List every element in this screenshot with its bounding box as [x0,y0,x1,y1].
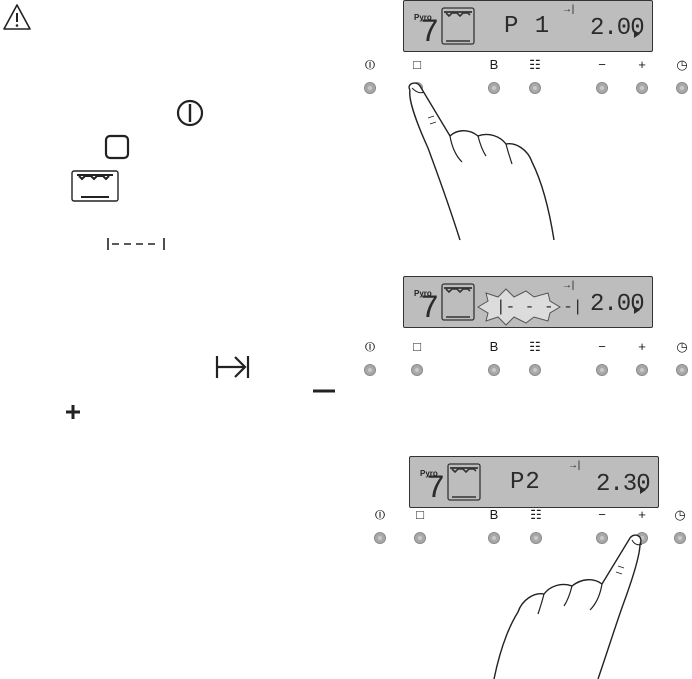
b-button[interactable] [488,82,500,94]
display-panel-2: Pyro 7 |- - - -| →| 2.00 [403,276,653,328]
button-row-2: ⏼ □ B ☷ − + ◷ [362,340,692,380]
square-symbol: □ [416,507,424,522]
grid-symbol: ☷ [529,339,541,354]
minus-button[interactable] [596,532,608,544]
program-readout: P 1 [504,13,551,40]
end-time-indicator: →| [570,461,583,472]
minus-icon [313,389,335,393]
plus-icon [66,405,80,419]
square-symbol: □ [413,339,421,354]
display-panel-1: Pyro 7 P 1 →| 2.00 [403,0,653,52]
plus-button[interactable] [636,82,648,94]
power-symbol: ⏼ [364,339,376,354]
clock-symbol: ◷ [674,507,686,522]
b-symbol: B [489,507,499,522]
grid-symbol: ☷ [529,57,541,72]
warning-triangle-icon [3,4,31,30]
play-triangle-icon [634,306,640,314]
clock-symbol: ◷ [676,339,688,354]
power-icon [176,99,204,127]
power-symbol: ⏼ [374,507,386,522]
clock-button[interactable] [676,82,688,94]
b-symbol: B [489,339,499,354]
end-time-indicator: →| [564,281,577,292]
square-button-icon [104,134,130,160]
b-button[interactable] [488,364,500,376]
square-button[interactable] [411,364,423,376]
time-readout: 2.30 [596,471,651,498]
play-triangle-icon [640,486,646,494]
plus-symbol: + [638,507,646,522]
pointing-hand-icon [408,82,555,241]
square-symbol: □ [413,57,421,72]
b-symbol: B [489,57,499,72]
pointing-hand-icon [493,534,643,679]
square-button[interactable] [414,532,426,544]
minus-symbol: − [598,507,606,522]
play-triangle-icon [634,30,640,38]
power-button[interactable] [364,82,376,94]
b-button[interactable] [488,532,500,544]
power-button[interactable] [364,364,376,376]
minus-button[interactable] [596,364,608,376]
clock-button[interactable] [676,364,688,376]
minus-symbol: − [598,57,606,72]
grid-button[interactable] [529,82,541,94]
end-time-indicator: →| [564,5,577,16]
pyro-label: Pyro [414,13,432,22]
end-time-icon [215,356,250,378]
grid-button[interactable] [529,364,541,376]
plus-button[interactable] [636,364,648,376]
grid-button[interactable] [530,532,542,544]
time-readout: 2.00 [590,291,645,318]
level-digit: 7 [426,470,447,507]
time-readout: 2.00 [590,15,645,42]
level-digit: 7 [420,290,441,327]
dashed-program-icon [107,238,165,250]
level-digit: 7 [420,14,441,51]
grid-symbol: ☷ [530,507,542,522]
clock-button[interactable] [674,532,686,544]
plus-symbol: + [638,57,646,72]
minus-symbol: − [598,339,606,354]
display-panel-3: Pyro 7 P2 →| 2.30 [409,456,659,508]
plus-symbol: + [638,339,646,354]
program-readout-flashing: |- - - -| [496,298,583,316]
minus-button[interactable] [596,82,608,94]
power-symbol: ⏼ [364,57,376,72]
oven-icon [71,170,119,202]
pyro-label: Pyro [414,289,432,298]
clock-symbol: ◷ [676,57,688,72]
power-button[interactable] [374,532,386,544]
pyro-label: Pyro [420,469,438,478]
program-readout: P2 [510,469,541,496]
